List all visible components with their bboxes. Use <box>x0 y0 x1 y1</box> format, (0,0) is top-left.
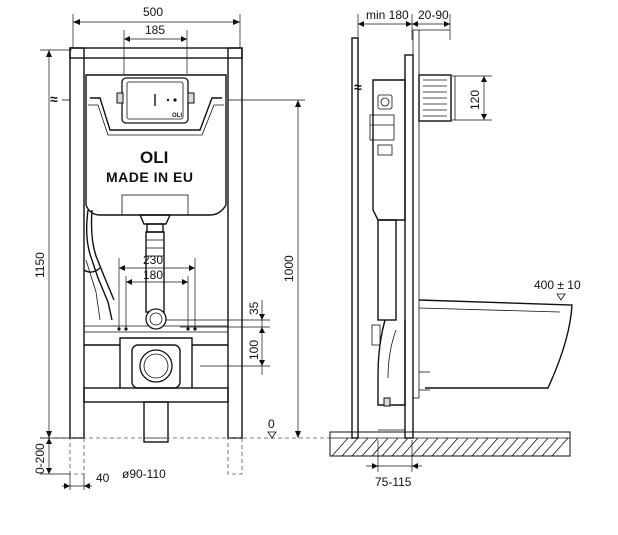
front-view: 500 185 1150 ≈ OLI <box>33 5 330 490</box>
offset-100-dimension: 100 <box>247 340 261 360</box>
span-230-dimension: 230 <box>143 253 163 267</box>
made-in-label: MADE IN EU <box>106 169 193 185</box>
adjust-dimension: 0-200 <box>33 443 47 474</box>
cistern-brand: OLI <box>140 148 168 167</box>
wall-symbol-icon: ≈ <box>50 91 58 107</box>
flush-plate-dimension: 185 <box>145 23 165 37</box>
wall-thickness-dimension: 20-90 <box>418 8 449 22</box>
span-180-dimension: 180 <box>143 268 163 282</box>
bottom-depth-dimension: 75-115 <box>375 475 412 489</box>
bowl-height-label: 400 ± 10 <box>534 278 581 292</box>
depth-dimension: min 180 <box>366 8 409 22</box>
pipe-diameter-label: ø90-110 <box>122 467 166 481</box>
floor-zero-label: 0 <box>268 417 275 431</box>
foot-width-dimension: 40 <box>96 471 110 485</box>
inlet-dimension: 120 <box>468 90 482 110</box>
offset-35-dimension: 35 <box>247 301 261 315</box>
plate-brand: OLI <box>172 113 182 119</box>
width-dimension: 500 <box>143 5 163 19</box>
side-view: min 180 20-90 ≈ 120 <box>329 8 581 489</box>
mount-height-dimension: 1000 <box>282 255 296 282</box>
height-dimension: 1150 <box>33 252 47 278</box>
floor-hatching <box>331 437 569 457</box>
